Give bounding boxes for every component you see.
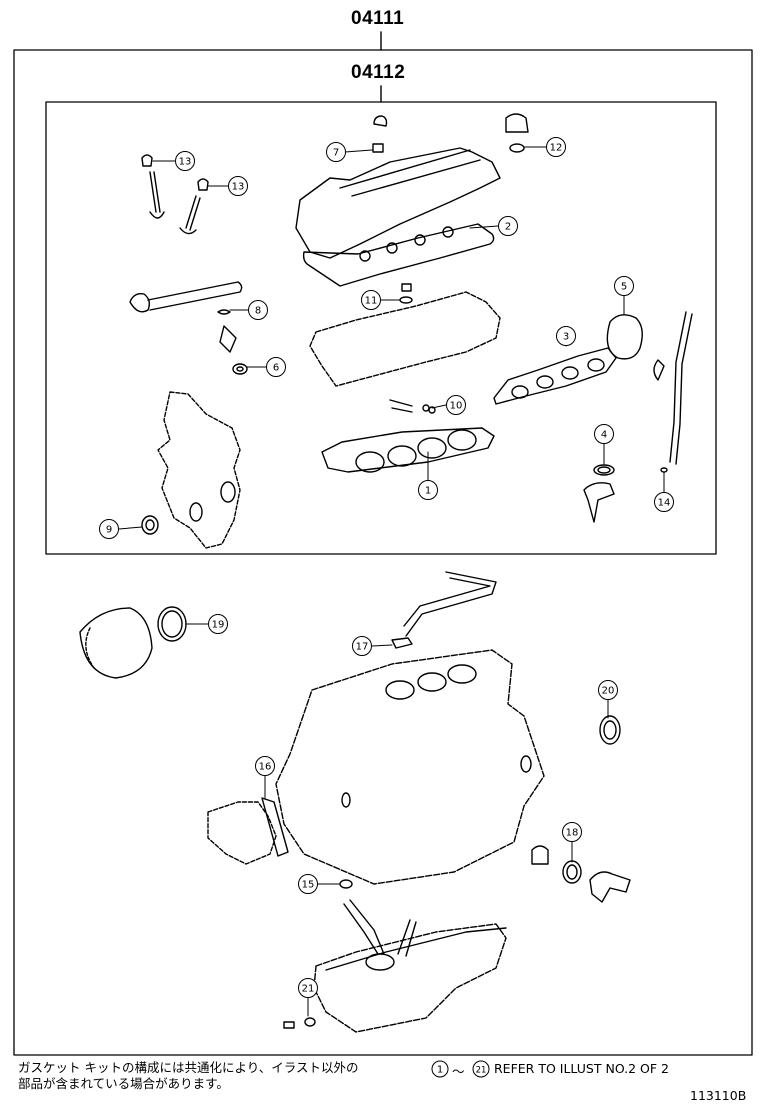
pulley-drawing: [79, 607, 153, 679]
callout-numbers: 13 13 7 12 2 8 6 11 10 3 5 4 1 14 9 19 1…: [106, 143, 671, 995]
callout-9: [99, 519, 119, 539]
callout-label-5: 5: [621, 282, 627, 293]
pump-gasket-drawing: [606, 314, 643, 360]
timing-cover-drawing: [157, 391, 241, 549]
oil-seal-19: [157, 606, 187, 642]
callout-20: [598, 680, 618, 700]
callout-label-20: 20: [602, 686, 615, 697]
callout-7: [326, 142, 346, 162]
outer-kit-number: 04111: [351, 8, 405, 29]
callout-4: [594, 424, 614, 444]
callout-label-7: 7: [333, 148, 339, 159]
oil-pipe-drawing: [391, 571, 497, 649]
cylinder-head-drawing: [309, 283, 501, 414]
inner-kit-number: 04112: [351, 62, 406, 83]
ref-range-start: 1: [437, 1065, 443, 1076]
cap-12: [505, 113, 529, 153]
callout-label-13b: 13: [232, 182, 245, 193]
kit-frames: [13, 31, 753, 1056]
callout-circles: [99, 137, 674, 998]
callout-label-12: 12: [550, 143, 563, 154]
cap-7: [372, 115, 388, 153]
ref-range-separator: ～: [452, 1064, 465, 1079]
callout-label-18: 18: [566, 828, 579, 839]
callout-label-8: 8: [255, 306, 261, 317]
oil-seal-9: [141, 515, 159, 535]
oil-seal-20: [599, 715, 621, 745]
dipstick-drawing: [653, 311, 693, 473]
callout-label-15: 15: [302, 880, 315, 891]
callout-19: [208, 614, 228, 634]
callout-11: [361, 290, 381, 310]
thermostat-gasket-drawing: [583, 464, 615, 523]
callout-18: [562, 822, 582, 842]
callout-label-19: 19: [212, 620, 225, 631]
callout-label-3: 3: [563, 332, 569, 343]
valve-drawing: [141, 154, 209, 235]
callout-12: [546, 137, 566, 157]
callout-14: [654, 492, 674, 512]
illustration-code: 113110B: [690, 1088, 747, 1103]
plug-15: [339, 879, 353, 889]
seal-ring-6: [232, 363, 248, 375]
callout-10: [446, 395, 466, 415]
head-cover-drawing: [295, 147, 501, 287]
callout-label-2: 2: [505, 222, 511, 233]
callout-2: [498, 216, 518, 236]
water-inlet-drawing: [531, 845, 631, 903]
callout-label-16: 16: [259, 762, 272, 773]
kit-composition-note: ガスケット キットの構成には共通化により、イラスト以外の 部品が含まれている場合…: [18, 1060, 358, 1092]
oil-pan-drawing: [283, 899, 507, 1033]
camshaft-drawing: [129, 281, 243, 353]
note-line-1: ガスケット キットの構成には共通化により、イラスト以外の: [18, 1060, 359, 1075]
ref-range-end: 21: [476, 1066, 487, 1076]
callout-17: [352, 636, 372, 656]
callout-13b: [228, 176, 248, 196]
side-cover-drawing: [207, 797, 289, 865]
callout-13a: [175, 151, 195, 171]
callout-leaders: [118, 146, 665, 1017]
callout-label-11: 11: [365, 296, 378, 307]
head-gasket-drawing: [321, 427, 495, 473]
callout-6: [266, 357, 286, 377]
callout-label-1: 1: [425, 486, 431, 497]
refer-illustration-text: REFER TO ILLUST NO.2 OF 2: [494, 1061, 669, 1076]
callout-label-4: 4: [601, 430, 607, 441]
callout-label-6: 6: [273, 363, 279, 374]
callout-21: [298, 978, 318, 998]
manifold-gasket-drawing: [493, 347, 617, 405]
callout-3: [556, 326, 576, 346]
callout-15: [298, 874, 318, 894]
callout-5: [614, 276, 634, 296]
note-line-2: 部品が含まれている場合があります。: [18, 1076, 229, 1091]
callout-label-10: 10: [450, 401, 463, 412]
ref-range-icons: [431, 1060, 490, 1078]
cylinder-block-drawing: [275, 649, 545, 885]
callout-label-9: 9: [106, 525, 112, 536]
callout-label-14: 14: [658, 498, 671, 509]
callout-label-21: 21: [302, 984, 315, 995]
callout-8: [248, 300, 268, 320]
callout-16: [255, 756, 275, 776]
callout-label-13a: 13: [179, 157, 192, 168]
callout-1: [418, 480, 438, 500]
callout-label-17: 17: [356, 642, 369, 653]
